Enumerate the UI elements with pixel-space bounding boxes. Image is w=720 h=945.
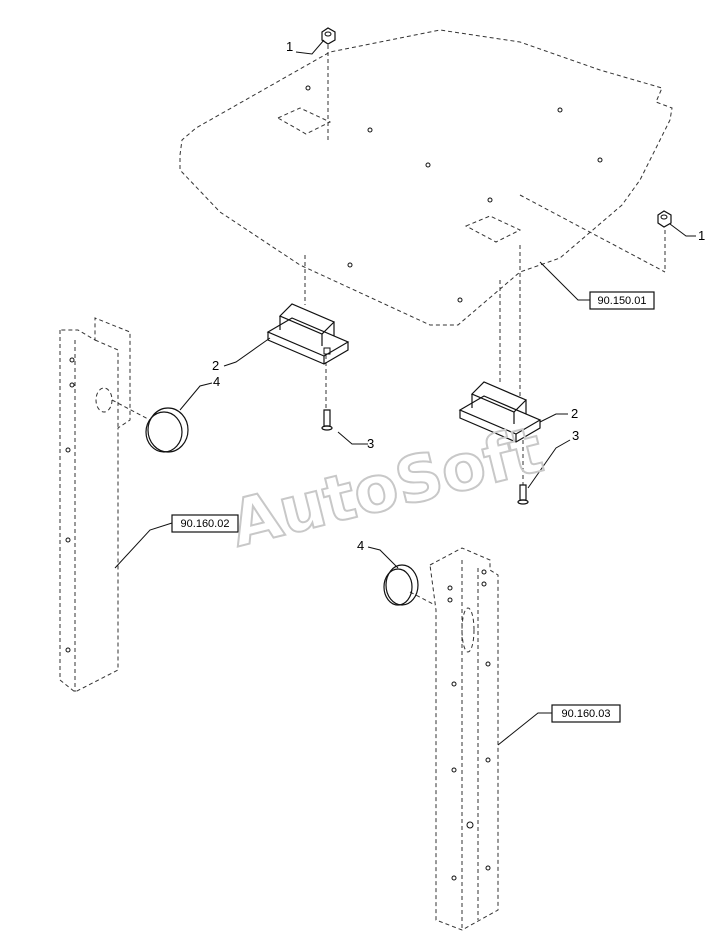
watermark: AutoSoft — [223, 413, 550, 562]
projection-lines — [111, 45, 666, 606]
ref-box-right-post: 90.160.03 — [551, 704, 621, 723]
mount-left — [266, 303, 350, 365]
right-post — [429, 547, 499, 931]
callout-1-right: 1 — [698, 228, 705, 243]
ref-right-post-label: 90.160.03 — [562, 708, 611, 720]
nut-right — [657, 210, 672, 228]
callout-1-top: 1 — [286, 39, 293, 54]
mount-right — [458, 381, 542, 443]
callout-3-left: 3 — [367, 436, 374, 451]
cap-right — [383, 564, 419, 606]
ref-box-plate: 90.150.01 — [589, 291, 655, 310]
left-post — [59, 317, 131, 693]
callout-2-left: 2 — [212, 358, 219, 373]
cap-left — [145, 407, 189, 453]
nut-top — [321, 27, 336, 45]
screw-right — [517, 484, 529, 505]
callout-3-right: 3 — [572, 428, 579, 443]
callout-4-left: 4 — [213, 374, 220, 389]
floor-plate — [179, 29, 673, 326]
ref-left-post-label: 90.160.02 — [181, 518, 230, 530]
callout-4-right: 4 — [357, 538, 364, 553]
ref-box-left-post: 90.160.02 — [171, 514, 239, 533]
screw-left — [321, 409, 333, 431]
leader-lines — [114, 39, 696, 746]
ref-plate-label: 90.150.01 — [598, 295, 647, 307]
callout-2-right: 2 — [571, 406, 578, 421]
